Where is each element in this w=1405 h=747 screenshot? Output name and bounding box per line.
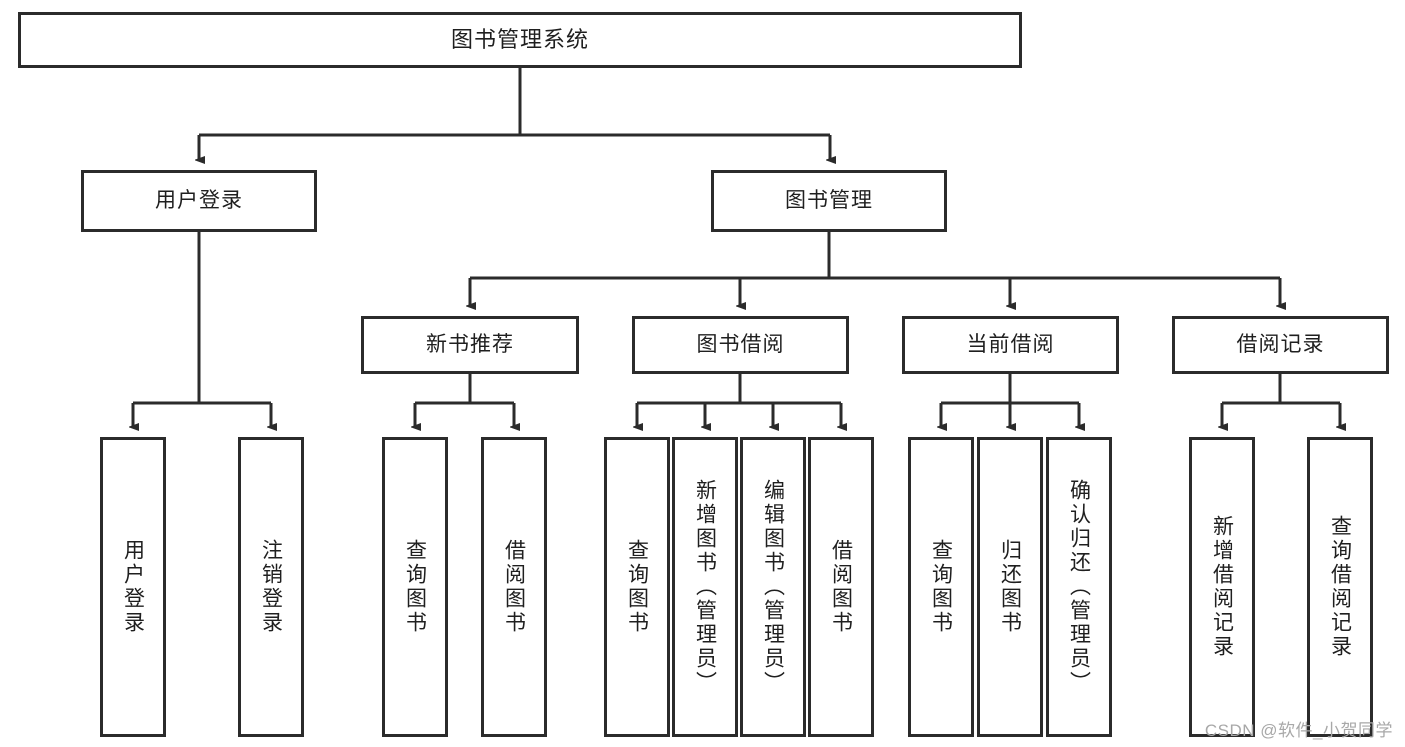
leaf-search-book-borrow[interactable]: 查询图书 <box>604 437 670 737</box>
node-label: 图书管理系统 <box>450 27 589 53</box>
node-label: 查询图书 <box>625 539 649 635</box>
node-label: 编辑图书（管理员） <box>761 479 785 695</box>
leaf-user-login[interactable]: 用户登录 <box>100 437 166 737</box>
node-label: 确认归还（管理员） <box>1067 479 1091 695</box>
node-label: 图书管理 <box>785 188 873 212</box>
leaf-add-borrow-record[interactable]: 新增借阅记录 <box>1189 437 1255 737</box>
node-label: 借阅记录 <box>1236 332 1325 356</box>
node-label: 查询借阅记录 <box>1328 515 1352 659</box>
leaf-borrow-book[interactable]: 借阅图书 <box>808 437 874 737</box>
node-label: 新增图书（管理员） <box>693 479 717 695</box>
leaf-search-borrow-record[interactable]: 查询借阅记录 <box>1307 437 1373 737</box>
node-label: 图书借阅 <box>696 332 785 356</box>
leaf-search-book-current[interactable]: 查询图书 <box>908 437 974 737</box>
leaf-add-book-admin[interactable]: 新增图书（管理员） <box>672 437 738 737</box>
node-label: 用户登录 <box>121 539 145 635</box>
leaf-search-book-recommend[interactable]: 查询图书 <box>382 437 448 737</box>
node-label: 当前借阅 <box>966 332 1055 356</box>
node-label: 借阅图书 <box>829 539 853 635</box>
node-label: 新书推荐 <box>426 332 514 356</box>
node-label: 查询图书 <box>929 539 953 635</box>
leaf-user-logout[interactable]: 注销登录 <box>238 437 304 737</box>
node-book-borrow[interactable]: 图书借阅 <box>632 316 849 374</box>
leaf-confirm-return-admin[interactable]: 确认归还（管理员） <box>1046 437 1112 737</box>
node-book-management[interactable]: 图书管理 <box>711 170 947 232</box>
node-label: 注销登录 <box>259 539 283 635</box>
node-label: 借阅图书 <box>502 539 526 635</box>
node-root-system[interactable]: 图书管理系统 <box>18 12 1022 68</box>
node-label: 用户登录 <box>155 188 243 212</box>
node-label: 归还图书 <box>998 539 1022 635</box>
leaf-borrow-book-recommend[interactable]: 借阅图书 <box>481 437 547 737</box>
node-label: 查询图书 <box>403 539 427 635</box>
node-user-login[interactable]: 用户登录 <box>81 170 317 232</box>
node-label: 新增借阅记录 <box>1210 515 1234 659</box>
leaf-return-book[interactable]: 归还图书 <box>977 437 1043 737</box>
leaf-edit-book-admin[interactable]: 编辑图书（管理员） <box>740 437 806 737</box>
node-current-borrow[interactable]: 当前借阅 <box>902 316 1119 374</box>
node-borrow-record[interactable]: 借阅记录 <box>1172 316 1389 374</box>
node-new-book-recommend[interactable]: 新书推荐 <box>361 316 579 374</box>
